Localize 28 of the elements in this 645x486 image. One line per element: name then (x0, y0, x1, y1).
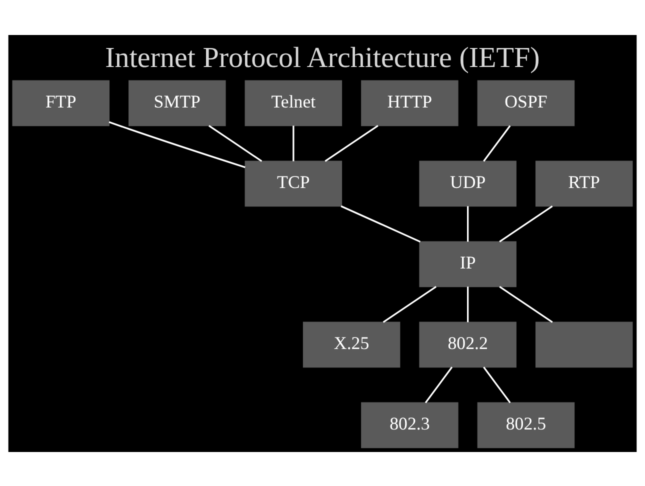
node-box: OSPF (477, 80, 575, 126)
connector (208, 124, 262, 162)
diagram-title: Internet Protocol Architecture (IETF) (105, 42, 540, 74)
node-box (535, 321, 633, 368)
node-box: HTTP (361, 80, 458, 126)
node-box: 802.5 (477, 402, 575, 448)
node-box: FTP (12, 80, 110, 126)
connector (108, 120, 246, 168)
connector (483, 366, 511, 403)
node-box: Telnet (244, 80, 342, 126)
node-box: RTP (535, 160, 633, 206)
node-box: SMTP (128, 80, 226, 126)
node-box: 802.2 (419, 321, 516, 368)
connector (340, 204, 421, 242)
node-box: TCP (244, 160, 342, 206)
connector (467, 206, 469, 242)
node-box: IP (419, 240, 516, 287)
connector (467, 286, 469, 322)
node-box: UDP (419, 160, 516, 206)
connector (499, 286, 553, 322)
node-box: X.25 (302, 321, 400, 368)
connector (483, 124, 511, 162)
connector (382, 286, 437, 322)
node-box: 802.3 (361, 402, 458, 448)
connector (292, 125, 294, 161)
connector (424, 366, 453, 403)
connector (324, 124, 378, 162)
connector (499, 205, 553, 242)
